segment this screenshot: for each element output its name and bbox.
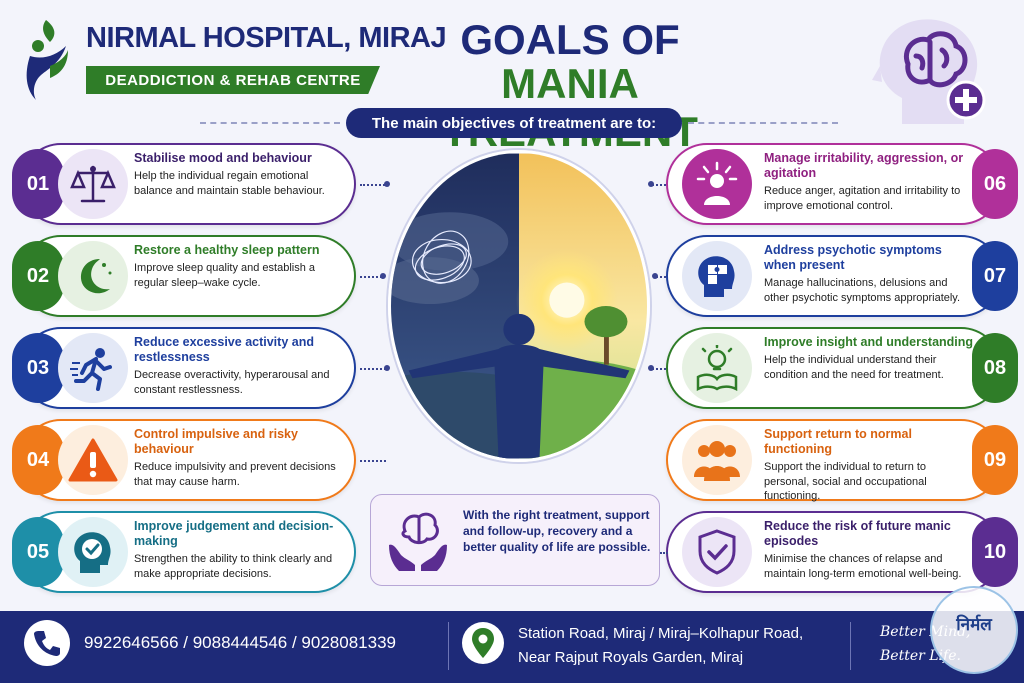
connector-01 bbox=[360, 184, 388, 186]
connector-dot bbox=[384, 365, 390, 371]
goal-number: 03 bbox=[12, 333, 64, 403]
address-line1: Station Road, Miraj / Miraj–Kolhapur Roa… bbox=[518, 625, 804, 642]
goal-card-01: 01 Stabilise mood and behaviour Help the… bbox=[0, 143, 356, 225]
connector-04 bbox=[360, 460, 386, 462]
goal-number: 06 bbox=[972, 149, 1018, 219]
goal-title: Stabilise mood and behaviour bbox=[134, 151, 312, 165]
connector-dot bbox=[384, 181, 390, 187]
goal-title: Support return to normal functioning bbox=[764, 427, 912, 456]
connector-06 bbox=[652, 184, 666, 186]
running-person-icon bbox=[58, 333, 128, 403]
goal-description: Improve sleep quality and establish a re… bbox=[134, 262, 315, 289]
phone-icon bbox=[24, 620, 70, 666]
hospital-logo bbox=[26, 20, 68, 100]
goal-card-03: 03 Reduce excessive activity and restles… bbox=[0, 327, 356, 409]
connector-dot bbox=[652, 273, 658, 279]
connector-08 bbox=[652, 368, 666, 370]
goal-title: Address psychotic symptoms when present bbox=[764, 243, 942, 272]
agitated-person-icon bbox=[682, 149, 752, 219]
goal-card-07: 07 Address psychotic symptoms when prese… bbox=[666, 235, 1018, 317]
goal-number: 08 bbox=[972, 333, 1018, 403]
scales-brain-icon bbox=[58, 149, 128, 219]
group-people-icon bbox=[682, 425, 752, 495]
goal-number: 01 bbox=[12, 149, 64, 219]
goal-card-09: 09 Support return to normal functioning … bbox=[666, 419, 1018, 502]
puzzle-head-icon bbox=[682, 241, 752, 311]
shield-check-icon bbox=[682, 517, 752, 587]
divider-right bbox=[688, 122, 838, 124]
recovery-message-box: With the right treatment, support and fo… bbox=[370, 494, 660, 586]
goal-card-10: 10 Reduce the risk of future manic episo… bbox=[666, 511, 1018, 593]
goal-title: Reduce the risk of future manic episodes bbox=[764, 519, 951, 548]
goal-title: Improve insight and understanding bbox=[764, 335, 974, 349]
footer-divider bbox=[850, 622, 851, 670]
goal-card-04: 04 Control impulsive and risky behaviour… bbox=[0, 419, 356, 501]
lightbulb-book-icon bbox=[682, 333, 752, 403]
hospital-seal-logo: निर्मल bbox=[930, 586, 1018, 674]
hospital-subtitle: DEADDICTION & REHAB CENTRE bbox=[86, 66, 380, 94]
goal-card-06: 06 Manage irritability, aggression, or a… bbox=[666, 143, 1018, 225]
goal-description: Reduce anger, agitation and irritability… bbox=[764, 185, 961, 212]
head-check-icon bbox=[58, 517, 128, 587]
goal-number: 04 bbox=[12, 425, 64, 495]
goal-title: Manage irritability, aggression, or agit… bbox=[764, 151, 964, 180]
goal-card-02: 02 Restore a healthy sleep pattern Impro… bbox=[0, 235, 356, 317]
goal-title: Improve judgement and decision-making bbox=[134, 519, 334, 548]
goal-number: 07 bbox=[972, 241, 1018, 311]
goal-description: Minimise the chances of relapse and main… bbox=[764, 553, 962, 580]
hospital-name: NIRMAL HOSPITAL, MIRAJ bbox=[86, 22, 447, 54]
goal-card-05: 05 Improve judgement and decision-making… bbox=[0, 511, 356, 593]
brain-head-plus-icon bbox=[872, 19, 986, 124]
goal-number: 05 bbox=[12, 517, 64, 587]
divider-left bbox=[200, 122, 340, 124]
goal-number: 09 bbox=[972, 425, 1018, 495]
warning-icon bbox=[58, 425, 128, 495]
hands-brain-icon bbox=[389, 512, 447, 571]
goal-description: Help the individual understand their con… bbox=[764, 354, 944, 381]
goal-description: Support the individual to return to pers… bbox=[764, 461, 927, 502]
recovery-message: With the right treatment, support and fo… bbox=[463, 508, 651, 554]
goal-number: 10 bbox=[972, 517, 1018, 587]
connector-02 bbox=[360, 276, 382, 278]
seal-text: निर्मल bbox=[956, 615, 992, 635]
goal-description: Help the individual regain emotional bal… bbox=[134, 170, 325, 197]
goal-title: Reduce excessive activity and restlessne… bbox=[134, 335, 314, 364]
goal-description: Decrease overactivity, hyperarousal and … bbox=[134, 369, 330, 396]
goal-number: 02 bbox=[12, 241, 64, 311]
footer-divider bbox=[448, 622, 449, 670]
connector-dot bbox=[648, 181, 654, 187]
connector-dot bbox=[380, 273, 386, 279]
footer bbox=[0, 611, 1024, 683]
goal-title: Restore a healthy sleep pattern bbox=[134, 243, 320, 257]
goal-description: Strengthen the ability to think clearly … bbox=[134, 553, 333, 580]
phone-numbers[interactable]: 9922646566 / 9088444546 / 9028081339 bbox=[84, 633, 396, 652]
page-title-line1: GOALS OF bbox=[460, 16, 680, 63]
objectives-banner: The main objectives of treatment are to: bbox=[346, 108, 682, 138]
mood-contrast-illustration bbox=[388, 150, 650, 462]
location-pin-icon bbox=[462, 622, 504, 664]
moon-sleep-icon bbox=[58, 241, 128, 311]
goal-title: Control impulsive and risky behaviour bbox=[134, 427, 298, 456]
connector-dot bbox=[648, 365, 654, 371]
goal-description: Reduce impulsivity and prevent decisions… bbox=[134, 461, 336, 488]
connector-msg bbox=[660, 552, 668, 554]
connector-07 bbox=[656, 276, 666, 278]
goal-description: Manage hallucinations, delusions and oth… bbox=[764, 277, 961, 304]
goal-card-08: 08 Improve insight and understanding Hel… bbox=[666, 327, 1018, 409]
address-line2: Near Rajput Royals Garden, Miraj bbox=[518, 649, 744, 666]
connector-03 bbox=[360, 368, 386, 370]
